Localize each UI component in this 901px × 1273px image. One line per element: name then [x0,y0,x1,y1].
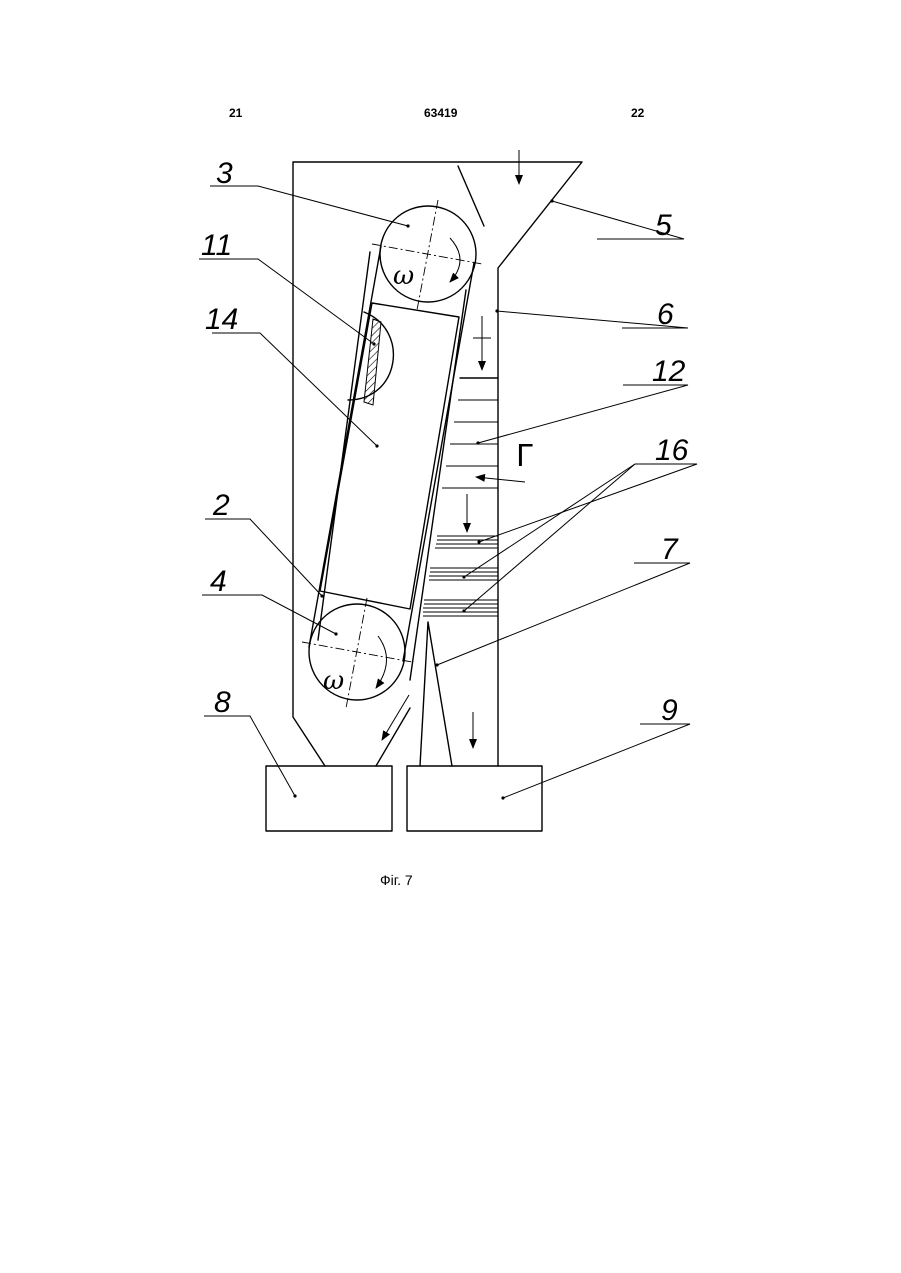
ref-label-8: 8 [214,686,231,719]
upper-drum-omega: ω [393,261,414,291]
figure-caption: Фіг. 7 [380,872,413,888]
separation-chamber: Г [442,316,534,532]
lower-drum-omega: ω [323,666,344,696]
receiver-nonmagnetic [407,766,542,831]
leader-lines [199,186,697,800]
ref-label-2: 2 [212,489,230,522]
belt-conveyor: ω ω [302,200,482,708]
ref-label-6: 6 [657,298,674,331]
ref-label-5: 5 [655,209,672,242]
gamma-symbol: Г [516,439,534,474]
ref-label-16: 16 [655,434,689,467]
grid-plates [423,536,498,616]
ref-label-7: 7 [661,533,679,566]
ref-label-12: 12 [652,355,686,388]
ref-label-9: 9 [661,694,678,727]
ref-label-11: 11 [201,229,232,262]
divider-wedge [420,622,452,766]
ref-label-14: 14 [205,303,238,336]
magnetic-frame [320,303,459,609]
receiver-magnetic [266,766,392,831]
ref-label-3: 3 [216,157,233,190]
ref-label-4: 4 [210,565,227,598]
